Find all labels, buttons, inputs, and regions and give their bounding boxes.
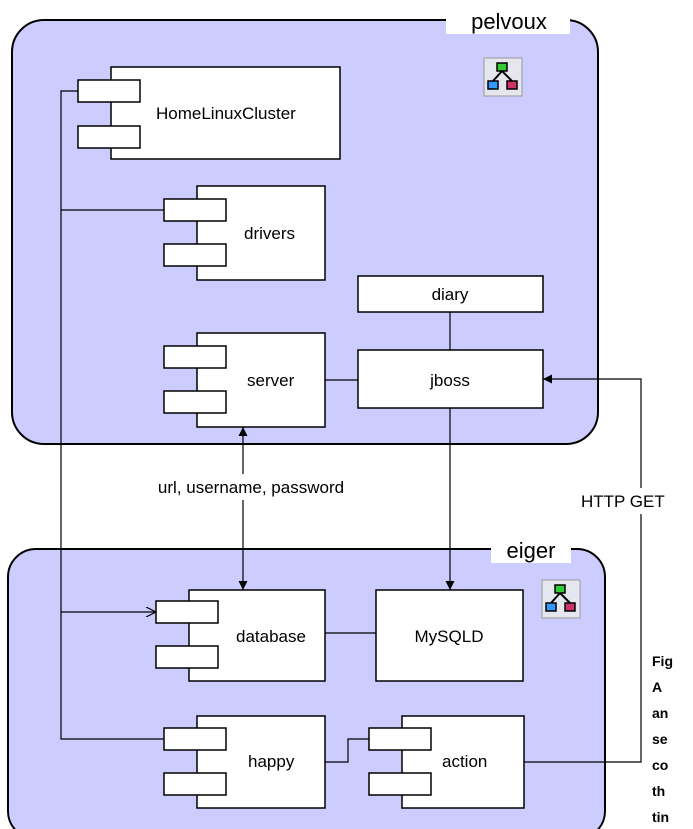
node-jboss: jboss xyxy=(357,349,544,409)
edge-label-bg xyxy=(128,474,374,500)
component-port xyxy=(77,79,141,103)
caption-line: Fig xyxy=(652,653,673,669)
component-happy: happy xyxy=(163,715,326,809)
caption-line: an xyxy=(652,705,668,721)
component-port xyxy=(155,600,219,624)
component-port xyxy=(163,345,227,369)
node-label: diary xyxy=(432,285,469,304)
container-pelvoux-title-bg xyxy=(446,8,570,34)
component-label: happy xyxy=(248,752,295,771)
component-label: HomeLinuxCluster xyxy=(156,104,296,123)
component-port xyxy=(163,243,227,267)
component-port xyxy=(163,772,227,796)
edge-label-connection: url, username, password xyxy=(158,478,344,497)
caption-line: A xyxy=(652,679,662,695)
caption-line: th xyxy=(652,783,665,799)
node-label: jboss xyxy=(429,371,470,390)
component-label: server xyxy=(247,371,295,390)
component-label: drivers xyxy=(244,224,295,243)
component-label: action xyxy=(442,752,487,771)
caption-line: se xyxy=(652,731,668,747)
node-label: MySQLD xyxy=(415,627,484,646)
edge-happy-action xyxy=(325,738,369,763)
node-diary: diary xyxy=(357,275,544,313)
component-port xyxy=(163,198,227,222)
figure-caption: Fig A an se co th tin xyxy=(652,653,673,825)
component-label: database xyxy=(236,627,306,646)
edge-http-get xyxy=(524,374,642,763)
component-port xyxy=(163,727,227,751)
container-eiger-title: eiger xyxy=(507,538,556,563)
component-action: action xyxy=(368,715,525,809)
component-port xyxy=(77,125,141,149)
component-port xyxy=(155,645,219,669)
component-port xyxy=(163,390,227,414)
edge-label-bg xyxy=(580,488,693,514)
component-drivers: drivers xyxy=(163,185,326,281)
component-port xyxy=(368,772,432,796)
network-nodes-icon xyxy=(541,579,581,619)
container-pelvoux-title: pelvoux xyxy=(471,9,547,34)
edge-label-http: HTTP GET xyxy=(581,492,665,511)
connectors xyxy=(60,90,642,763)
node-mysqld: MySQLD xyxy=(375,589,524,682)
component-port xyxy=(368,727,432,751)
network-nodes-icon xyxy=(483,57,523,97)
component-home-linux-cluster: HomeLinuxCluster xyxy=(77,66,341,160)
caption-line: tin xyxy=(652,809,669,825)
caption-line: co xyxy=(652,757,668,773)
edge-trunk xyxy=(60,90,164,740)
container-eiger-title-bg xyxy=(491,537,571,563)
